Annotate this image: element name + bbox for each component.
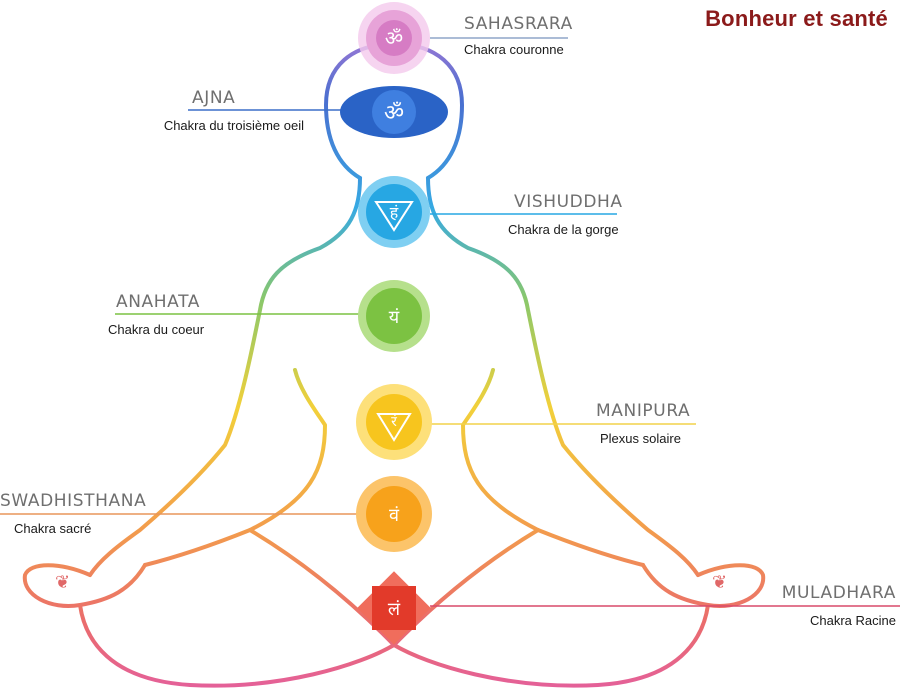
chakra-manipura-icon: रं [356, 384, 432, 460]
label-ajna: AJNA Chakra du troisième oeil [120, 88, 304, 133]
anahata-glyph: यं [389, 307, 400, 328]
chakra-name: SAHASRARA [464, 14, 573, 34]
chakra-subtitle: Plexus solaire [600, 431, 681, 446]
chakra-subtitle: Chakra du coeur [108, 322, 205, 337]
chakra-ajna-icon: ॐ [340, 86, 448, 138]
chakra-subtitle: Chakra couronne [464, 42, 564, 57]
label-muladhara: MULADHARA Chakra Racine [760, 583, 896, 628]
chakra-name: VISHUDDHA [514, 192, 623, 212]
chakra-subtitle: Chakra Racine [810, 613, 896, 628]
chakra-muladhara-icon: लं [357, 571, 431, 645]
chakra-vishuddha-icon: हं [358, 176, 430, 248]
chakra-name: MANIPURA [596, 401, 691, 421]
inner-arm-left [143, 368, 327, 567]
chakra-subtitle: Chakra sacré [14, 521, 92, 536]
chakra-swadhisthana-icon: वं [356, 476, 432, 552]
chakra-subtitle: Chakra du troisième oeil [163, 118, 304, 133]
chakra-subtitle: Chakra de la gorge [508, 222, 619, 237]
label-manipura: MANIPURA Plexus solaire [596, 401, 690, 446]
torso-right-outline [426, 176, 700, 577]
torso-left-outline [88, 176, 362, 577]
leader-lines [0, 37, 900, 607]
left-mudra-icon: ❦ [55, 572, 70, 593]
chakra-name: MULADHARA [781, 583, 896, 603]
right-hand-outline [641, 563, 766, 608]
swadhisthana-glyph: वं [389, 505, 400, 526]
ajna-glyph: ॐ [384, 101, 404, 126]
chakra-name: ANAHATA [116, 292, 200, 312]
muladhara-glyph: लं [388, 599, 401, 620]
brand-title: Bonheur et santé [705, 6, 888, 31]
chakra-anahata-icon: यं [358, 280, 430, 352]
left-hand-outline [22, 563, 147, 608]
label-swadhisthana: SWADHISTHANA Chakra sacré [0, 491, 146, 536]
vishuddha-glyph: हं [390, 203, 399, 222]
chakra-name: AJNA [192, 88, 236, 108]
legs-inner [248, 528, 540, 647]
label-anahata: ANAHATA Chakra du coeur [108, 292, 204, 337]
label-vishuddha: VISHUDDHA Chakra de la gorge [508, 192, 623, 237]
chakra-sahasrara-icon: ॐ [358, 2, 430, 74]
chakra-name: SWADHISTHANA [0, 491, 147, 511]
manipura-glyph: रं [391, 414, 397, 430]
sahasrara-glyph: ॐ [385, 26, 403, 50]
right-mudra-icon: ❦ [712, 572, 727, 593]
meditating-figure-outline [22, 42, 766, 688]
label-sahasrara: SAHASRARA Chakra couronne [464, 14, 573, 57]
inner-arm-right [461, 368, 645, 567]
